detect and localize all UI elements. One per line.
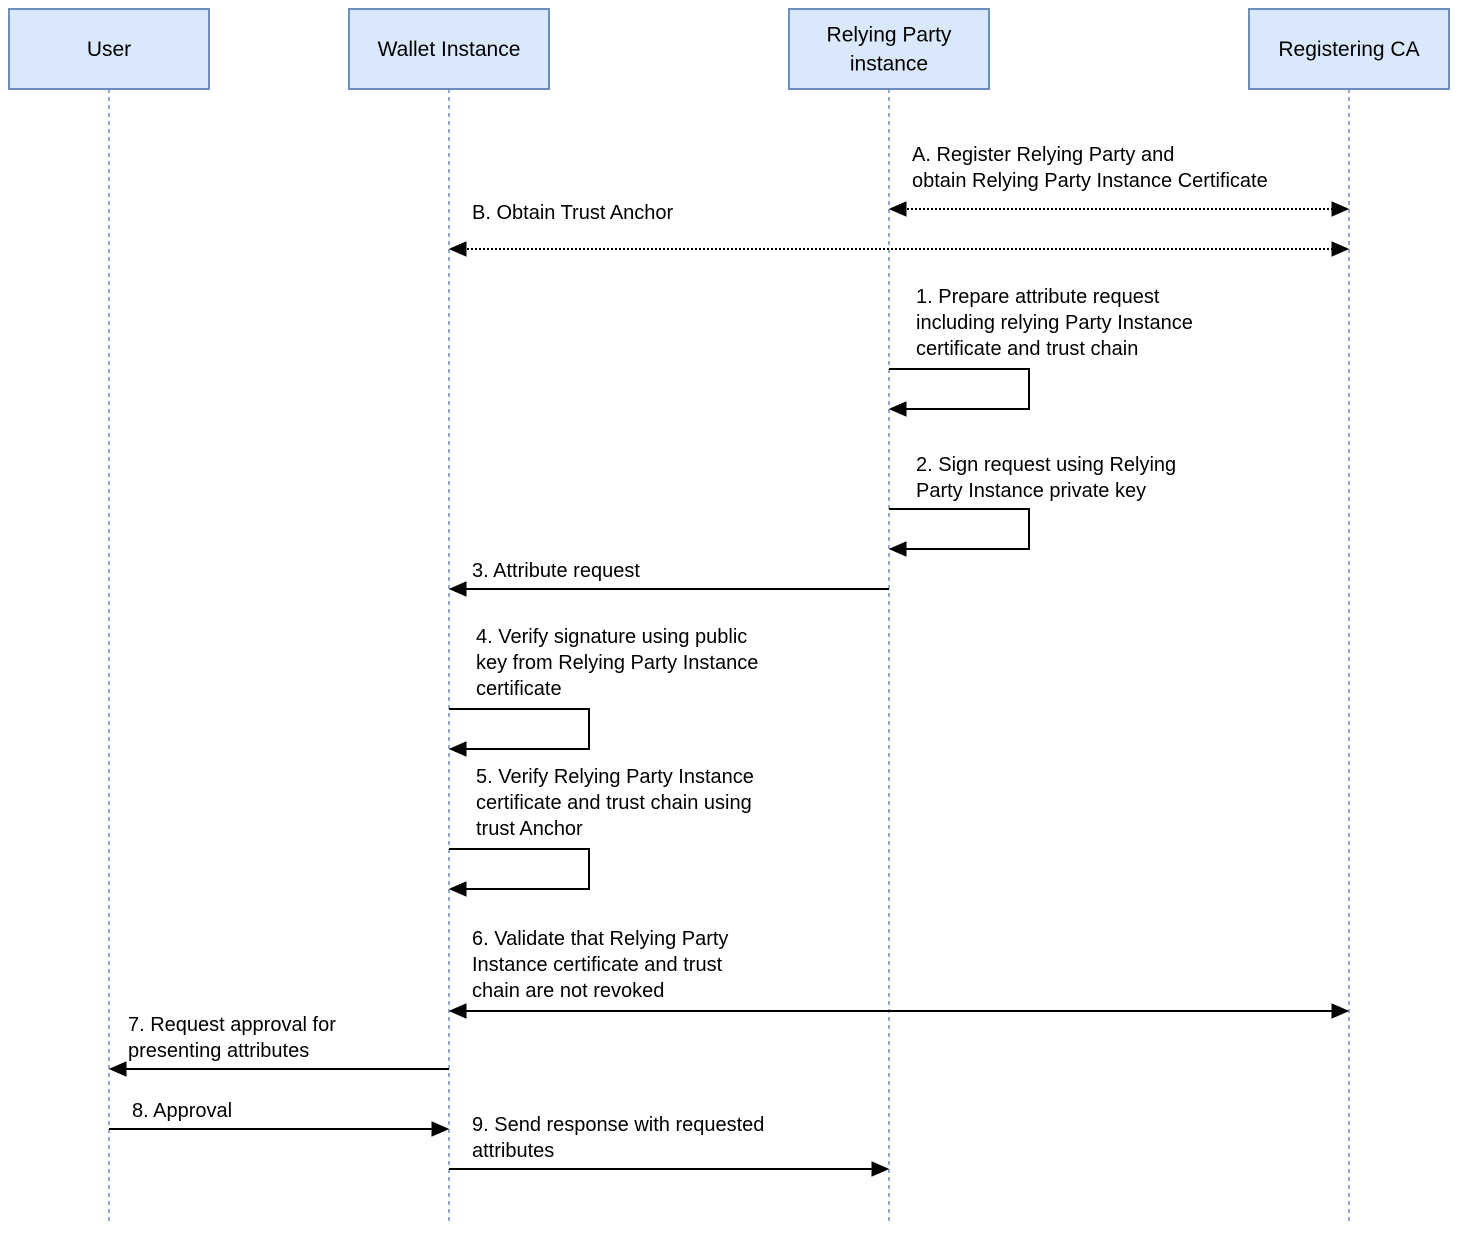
arrow-head-left — [888, 401, 907, 417]
arrow-head-right — [1331, 241, 1350, 257]
message-b: B. Obtain Trust Anchor — [448, 202, 1350, 257]
message-label: 5. Verify Relying Party Instance — [476, 766, 754, 788]
arrow-head-left — [448, 581, 467, 597]
message-7: 7. Request approval for presenting attrib… — [108, 1014, 449, 1077]
message-label: attributes — [472, 1140, 554, 1162]
participant-box-ca — [1248, 8, 1450, 90]
self-message-line — [449, 848, 590, 890]
participant-label-rp: Relying Party — [827, 24, 952, 47]
arrow-head-left — [448, 241, 467, 257]
arrow-head-left — [888, 201, 907, 217]
message-label: 1. Prepare attribute request — [916, 286, 1160, 308]
message-label: 2. Sign request using Relying — [916, 454, 1176, 476]
message-3: 3. Attribute request — [448, 560, 889, 597]
message-label: trust Anchor — [476, 818, 583, 840]
arrow-head-left — [448, 1003, 467, 1019]
message-label: 4. Verify signature using public — [476, 626, 747, 648]
message-label: obtain Relying Party Instance Certificat… — [912, 170, 1268, 192]
self-message-line — [889, 508, 1030, 550]
arrow-head-right — [1331, 201, 1350, 217]
message-label: Instance certificate and trust — [472, 954, 723, 976]
arrow-head-right — [871, 1161, 890, 1177]
message-9: 9. Send response with requested attribute… — [449, 1114, 890, 1177]
arrow-head-left — [448, 741, 467, 757]
participant-label-wallet: Wallet Instance — [378, 38, 521, 61]
message-label: certificate — [476, 678, 562, 700]
message-4: 4. Verify signature using public key from… — [448, 626, 758, 757]
message-1: 1. Prepare attribute request including re… — [888, 286, 1193, 417]
self-message-line — [889, 368, 1030, 410]
participants: User Wallet Instance Relying Party instance… — [8, 8, 1450, 90]
message-label: 8. Approval — [132, 1100, 232, 1122]
lifelines — [108, 89, 1350, 1222]
message-label: key from Relying Party Instance — [476, 652, 758, 674]
participant-label-user: User — [87, 38, 131, 61]
message-label: 9. Send response with requested — [472, 1114, 764, 1136]
message-label: presenting attributes — [128, 1040, 309, 1062]
arrow-head-left — [888, 541, 907, 557]
message-label: 7. Request approval for — [128, 1014, 336, 1036]
self-message-line — [449, 708, 590, 750]
participant-box-rp — [788, 8, 990, 90]
participant-wallet: Wallet Instance — [348, 8, 550, 90]
participant-user: User — [8, 8, 210, 90]
message-a: A. Register Relying Party and obtain Rely… — [888, 144, 1350, 217]
participant-box-wallet — [348, 8, 550, 90]
message-label: 6. Validate that Relying Party — [472, 928, 728, 950]
message-label: certificate and trust chain — [916, 338, 1138, 360]
participant-rp: Relying Party instance — [788, 8, 990, 90]
participant-label-ca: Registering CA — [1278, 38, 1419, 61]
message-label: 3. Attribute request — [472, 560, 640, 582]
participant-label-rp: instance — [850, 53, 928, 76]
message-5: 5. Verify Relying Party Instance certific… — [448, 766, 754, 897]
message-label: Party Instance private key — [916, 480, 1146, 502]
participant-ca: Registering CA — [1248, 8, 1450, 90]
message-label: B. Obtain Trust Anchor — [472, 202, 674, 224]
arrow-head-right — [431, 1121, 450, 1137]
message-8: 8. Approval — [109, 1100, 450, 1137]
message-label: including relying Party Instance — [916, 312, 1193, 334]
messages: A. Register Relying Party and obtain Rely… — [108, 144, 1350, 1177]
arrow-head-right — [1331, 1003, 1350, 1019]
message-label: certificate and trust chain using — [476, 792, 752, 814]
participant-box-user — [8, 8, 210, 90]
message-label: chain are not revoked — [472, 980, 664, 1002]
message-label: A. Register Relying Party and — [912, 144, 1174, 166]
arrow-head-left — [448, 881, 467, 897]
arrow-head-left — [108, 1061, 127, 1077]
